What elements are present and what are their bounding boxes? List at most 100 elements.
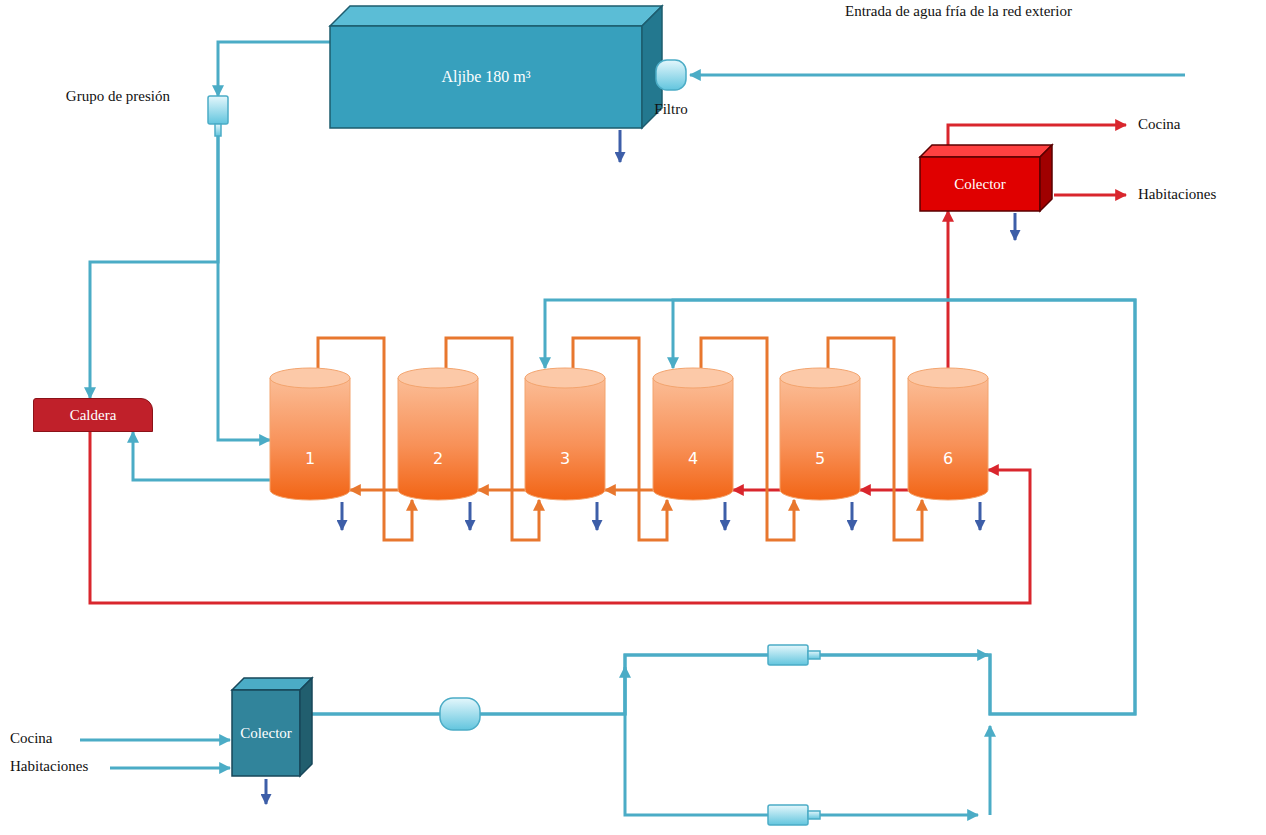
pump-symbol <box>768 805 820 825</box>
return-inlet-pipe <box>110 767 230 770</box>
pressure-group-shape <box>206 96 230 136</box>
storage-tank: 5 <box>780 368 860 500</box>
return-inlet-pipe <box>80 739 230 742</box>
drain-arrow <box>469 502 472 530</box>
node-label: 5 <box>815 449 825 468</box>
drawing-ellipse <box>398 368 478 388</box>
storage-tank: 6 <box>908 368 988 500</box>
drawing-rect <box>232 690 300 776</box>
flow-label: Entrada de agua fría de la red exterior <box>845 3 1072 20</box>
return-manifold: Colector <box>232 678 312 776</box>
storage-tank-shape <box>270 368 350 500</box>
drawing-ellipse <box>525 368 605 388</box>
drain-arrow <box>596 502 599 530</box>
flow-label: Habitaciones <box>10 758 88 775</box>
drawing-rect <box>920 157 1040 211</box>
storage-tank: 1 <box>270 368 350 500</box>
node-label: 3 <box>560 449 570 468</box>
node-label: Colector <box>240 725 292 742</box>
drain-arrow <box>979 502 982 530</box>
drawing-rect <box>808 811 820 819</box>
inlet-pipe <box>690 74 1185 77</box>
flow-label: Cocina <box>1138 116 1181 133</box>
bypass-pipe <box>989 726 992 815</box>
hot-water-manifold: Colector <box>920 145 1052 211</box>
node-label: 4 <box>688 449 698 468</box>
pipe-connector <box>218 136 270 440</box>
pipe-connector <box>312 300 1135 714</box>
drawing-rect <box>768 645 808 665</box>
drawing-rect <box>808 651 820 659</box>
pipe-connector <box>312 300 1135 714</box>
drawing-path <box>1014 213 1017 240</box>
drawing-rect <box>656 60 686 90</box>
pipe-connector <box>860 489 908 492</box>
storage-tank: 3 <box>525 368 605 500</box>
pipe-connector <box>947 211 950 368</box>
drawing-path <box>270 378 350 500</box>
drain-arrow <box>851 502 854 530</box>
drawing-polygon <box>330 6 662 26</box>
node-label: 1 <box>305 449 315 468</box>
node-label: Aljibe 180 m³ <box>441 68 530 86</box>
drawing-ellipse <box>780 368 860 388</box>
bypass-pipe <box>625 714 978 815</box>
pipe-connector <box>350 489 398 492</box>
drawing-ellipse <box>908 368 988 388</box>
drawing-ellipse <box>270 368 350 388</box>
boiler-box: Caldera <box>33 398 153 432</box>
branch-arrow <box>930 654 988 657</box>
node-label: Caldera <box>70 407 117 424</box>
drawing-path <box>619 130 622 162</box>
storage-tank: 4 <box>653 368 733 500</box>
node-label: Colector <box>954 176 1006 193</box>
pipe-connector <box>133 432 270 480</box>
drawing-path <box>780 378 860 500</box>
node-label: 2 <box>433 449 443 468</box>
drawing-path <box>908 378 988 500</box>
pipe-connector <box>605 489 653 492</box>
drawing-ellipse <box>653 368 733 388</box>
filter-symbol-shape <box>655 59 687 91</box>
drawing-rect <box>330 26 642 128</box>
flow-label: Cocina <box>10 730 53 747</box>
pipe-connector <box>478 489 525 492</box>
drain-arrows <box>266 130 1015 804</box>
drawing-polygon <box>920 145 1052 157</box>
node-label: Grupo de presión <box>66 88 170 105</box>
pipe-connector <box>90 432 1030 603</box>
drawing-path <box>525 378 605 500</box>
storage-tank-shape <box>525 368 605 500</box>
filter-symbol <box>440 698 480 730</box>
flow-label: Habitaciones <box>1138 186 1216 203</box>
pipe-connector <box>733 489 780 492</box>
drawing-path <box>653 378 733 500</box>
pipe-connector <box>218 42 330 96</box>
node-label: 6 <box>943 449 953 468</box>
branch-arrow <box>624 667 627 714</box>
drain-arrow <box>724 502 727 530</box>
drawing-rect <box>768 805 808 825</box>
filter-symbol: Filtro <box>655 59 687 91</box>
drawing-polygon <box>300 678 312 776</box>
drain-arrow <box>341 502 344 530</box>
pump-symbol <box>768 645 820 665</box>
storage-tank-shape <box>398 368 478 500</box>
storage-tank: 2 <box>398 368 478 500</box>
drawing-path <box>398 378 478 500</box>
pipe-connector <box>90 136 218 398</box>
hot-outlet-pipe <box>1054 194 1126 197</box>
cistern-tank: Aljibe 180 m³ <box>330 6 662 128</box>
cistern-tank-shape <box>330 6 662 128</box>
drawing-polygon <box>232 678 312 690</box>
drawing-rect <box>215 124 221 136</box>
drawing-polygon <box>1040 145 1052 211</box>
storage-tank-shape <box>653 368 733 500</box>
storage-tank-shape <box>908 368 988 500</box>
drawing-rect <box>208 96 228 124</box>
node-label: Filtro <box>654 101 687 118</box>
pressure-group: Grupo de presión <box>206 96 230 136</box>
drawing-path <box>265 779 268 804</box>
hot-outlet-pipe <box>948 125 1126 145</box>
